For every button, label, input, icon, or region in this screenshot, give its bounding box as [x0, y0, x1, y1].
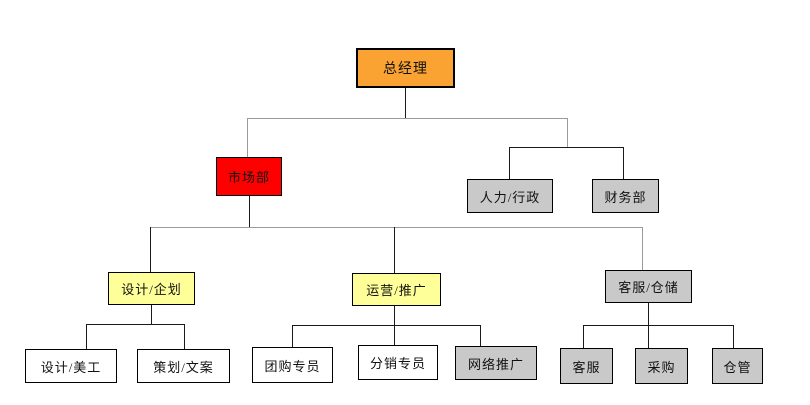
- connector-line: [150, 227, 151, 272]
- org-node-operations-promotion: 运营/推广: [352, 273, 441, 306]
- org-node-web-promotion: 网络推广: [455, 346, 537, 380]
- connector-line: [394, 306, 395, 325]
- connector-line: [151, 305, 152, 324]
- connector-line: [184, 324, 185, 349]
- org-node-distribution-specialist: 分销专员: [358, 345, 438, 380]
- org-node-customer-service: 客服: [560, 348, 613, 384]
- connector-line: [733, 325, 734, 348]
- connector-line: [480, 325, 481, 346]
- org-node-design-art: 设计/美工: [25, 349, 117, 383]
- connector-line: [509, 147, 510, 179]
- org-node-planning-copy: 策划/文案: [137, 349, 230, 383]
- connector-line: [394, 227, 395, 273]
- connector-line: [247, 118, 568, 119]
- connector-line: [648, 325, 649, 348]
- connector-line: [292, 325, 293, 347]
- connector-line: [405, 88, 406, 119]
- connector-line: [583, 325, 584, 348]
- connector-line: [623, 147, 624, 179]
- org-node-groupbuy-specialist: 团购专员: [252, 347, 333, 383]
- connector-line: [583, 325, 734, 326]
- org-node-finance-dept: 财务部: [592, 179, 659, 213]
- connector-line: [249, 196, 250, 227]
- connector-line: [247, 118, 248, 157]
- org-node-warehouse: 仓管: [712, 348, 763, 384]
- org-node-marketing-dept: 市场部: [216, 157, 282, 196]
- connector-line: [648, 303, 649, 325]
- org-node-general-manager: 总经理: [356, 48, 455, 88]
- connector-line: [394, 325, 395, 345]
- connector-line: [150, 227, 643, 228]
- org-node-design-planning: 设计/企划: [108, 272, 195, 305]
- org-node-hr-admin: 人力/行政: [467, 179, 553, 213]
- org-node-purchasing: 采购: [635, 348, 688, 384]
- connector-line: [86, 324, 87, 349]
- connector-line: [292, 325, 481, 326]
- org-node-customer-service-warehouse: 客服/仓储: [605, 270, 692, 303]
- connector-line: [642, 227, 643, 270]
- connector-line: [509, 147, 624, 148]
- connector-line: [567, 118, 568, 147]
- connector-line: [86, 324, 185, 325]
